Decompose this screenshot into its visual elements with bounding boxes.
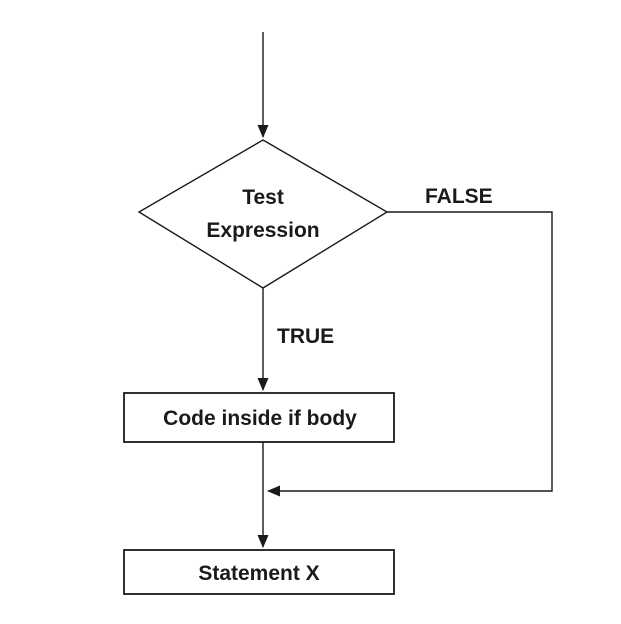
statement-x-label: Statement X xyxy=(198,562,319,585)
if-body-label: Code inside if body xyxy=(163,407,357,430)
true-branch-label: TRUE xyxy=(277,325,334,348)
decision-label-line2: Expression xyxy=(206,219,319,242)
false-branch-edge xyxy=(267,211,553,497)
decision-diamond xyxy=(137,139,389,289)
decision-label-line1: Test xyxy=(242,186,284,209)
false-branch-label: FALSE xyxy=(425,185,493,208)
statement-x-node xyxy=(123,549,395,595)
if-body-node xyxy=(123,392,395,443)
